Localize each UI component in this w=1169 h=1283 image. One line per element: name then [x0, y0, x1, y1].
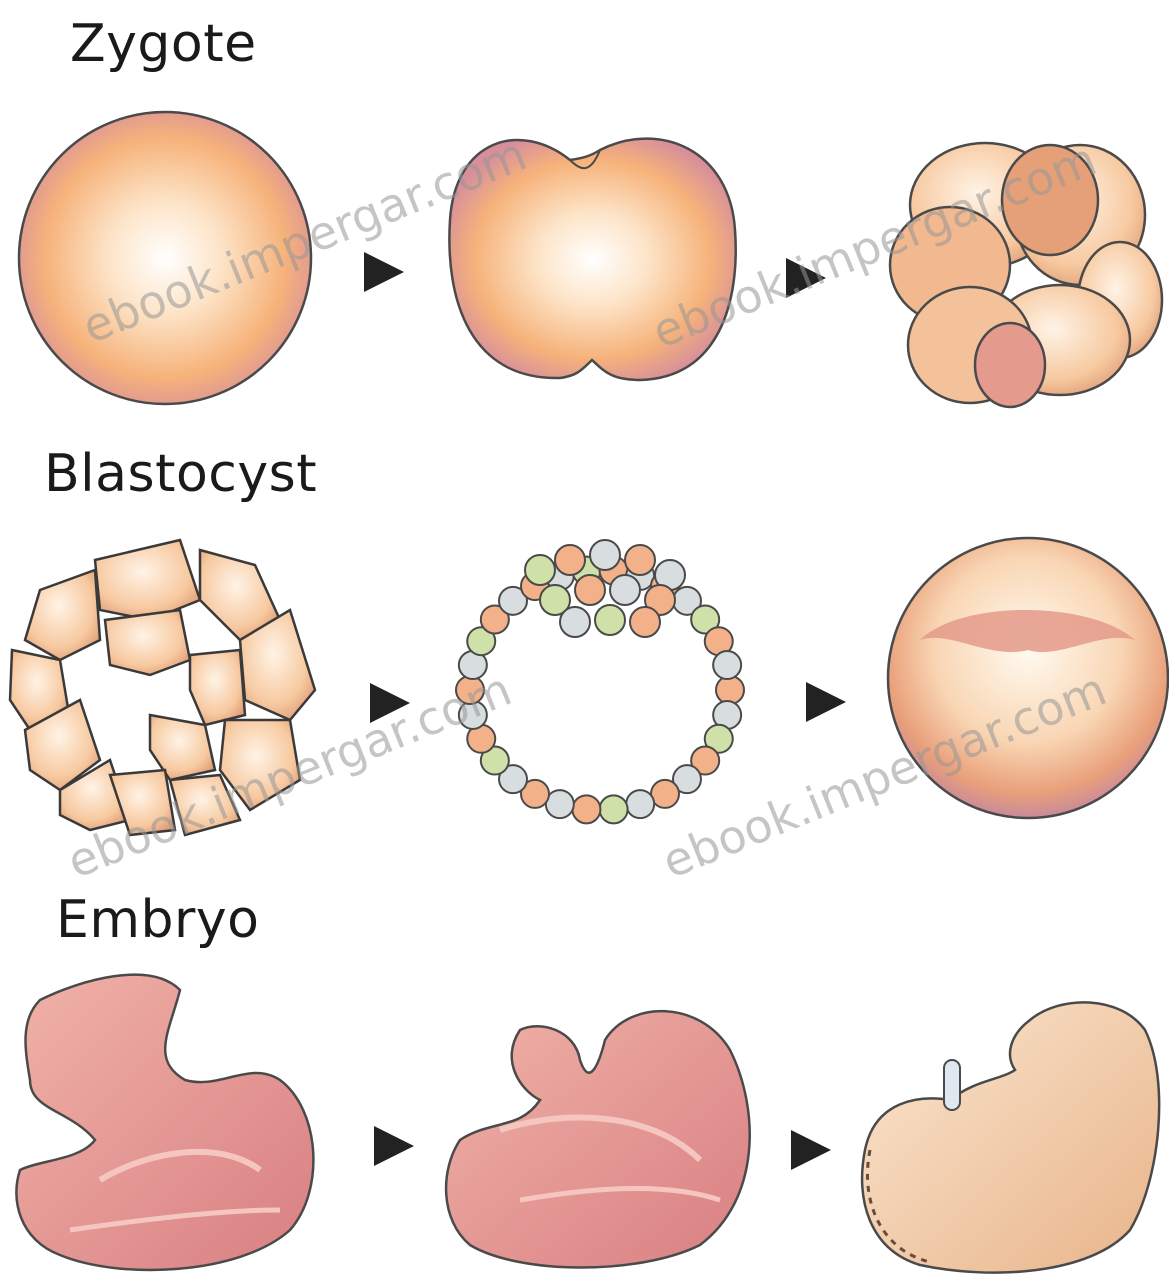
ring-cell	[546, 790, 574, 818]
inner-cell	[595, 605, 625, 635]
embryo-stage-1	[16, 975, 313, 1270]
ring-cell	[651, 780, 679, 808]
stage-title-blastocyst: Blastocyst	[44, 444, 317, 504]
ring-cell	[626, 790, 654, 818]
inner-cell	[590, 540, 620, 570]
stage-title-embryo: Embryo	[56, 890, 259, 950]
stage-title-zygote: Zygote	[70, 14, 257, 74]
ring-cell	[713, 651, 741, 679]
inner-cell	[555, 545, 585, 575]
inner-cell	[630, 607, 660, 637]
ring-cell	[716, 676, 744, 704]
embryo-stage-3	[862, 1002, 1159, 1272]
inner-cell	[575, 575, 605, 605]
inner-cell	[525, 555, 555, 585]
inner-cell	[560, 607, 590, 637]
ring-cell	[572, 795, 600, 823]
embryo-stage-2	[446, 1011, 750, 1267]
inner-cell	[610, 575, 640, 605]
inner-cell	[625, 545, 655, 575]
ring-cell	[600, 795, 628, 823]
